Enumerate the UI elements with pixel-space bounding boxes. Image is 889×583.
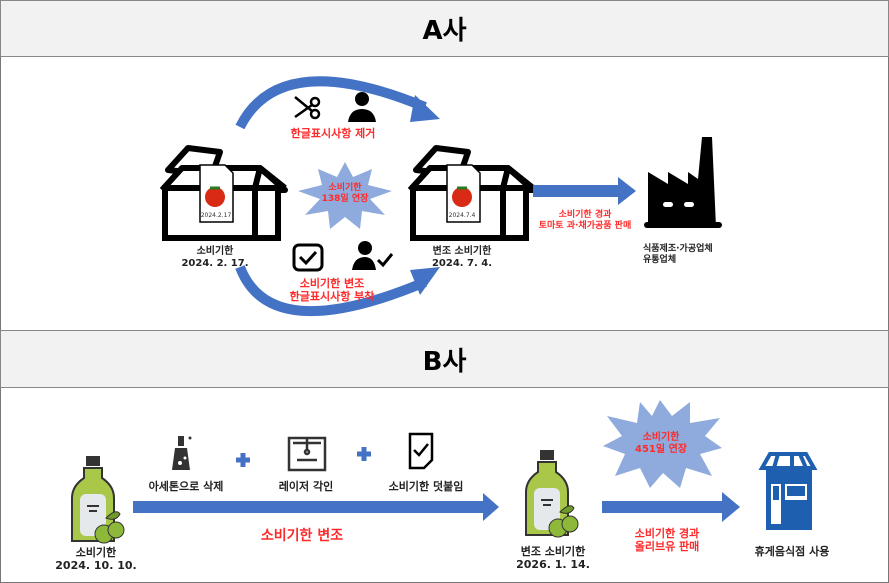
person-check-icon	[352, 241, 394, 270]
person-icon	[348, 92, 376, 122]
laser-engraver-icon	[287, 436, 327, 472]
top-arc-arrowhead	[410, 95, 440, 122]
acetone-spray-icon	[172, 436, 192, 470]
plus-icon	[357, 447, 371, 461]
extension-starburst	[298, 162, 392, 229]
step-acetone-label: 아세톤으로 삭제	[148, 480, 224, 493]
step-laser-label: 레이저 각인	[278, 480, 334, 493]
extension-starburst-b	[603, 400, 722, 488]
doc-date-altered: 2024.7.4	[449, 212, 476, 219]
checklist-icon	[292, 243, 324, 272]
section-b-header: B사	[0, 330, 889, 388]
document-original-icon	[199, 164, 234, 223]
section-a-header: A사	[0, 0, 889, 57]
bottom-arc-arrowhead	[410, 267, 440, 295]
step-remove-label: 한글표시사항 제거	[290, 127, 376, 140]
buyer-label-b: 휴게음식점 사용	[754, 545, 830, 558]
top-arc-arrow	[235, 76, 427, 130]
step-overlay-label: 소비기한 덧붙임	[388, 480, 464, 493]
bottom-arc-arrow	[235, 265, 427, 317]
process-arrow	[133, 501, 483, 513]
doc-date-original: 2024.2.17	[201, 212, 232, 219]
bottle-original-icon	[71, 455, 125, 544]
section-b-diagram	[71, 400, 818, 544]
bottle-altered-icon	[525, 449, 579, 538]
plus-icon	[236, 453, 250, 467]
sale-arrow-b	[602, 501, 722, 513]
process-label: 소비기한 변조	[260, 528, 344, 544]
document-altered-icon	[446, 164, 481, 223]
store-icon	[758, 452, 818, 530]
sale-arrow	[533, 185, 618, 197]
document-check-icon	[408, 432, 434, 470]
section-a-diagram: 2024.2.17 2024.7.4	[0, 76, 722, 317]
factory-icon	[644, 137, 722, 228]
scissors-icon	[294, 96, 321, 120]
